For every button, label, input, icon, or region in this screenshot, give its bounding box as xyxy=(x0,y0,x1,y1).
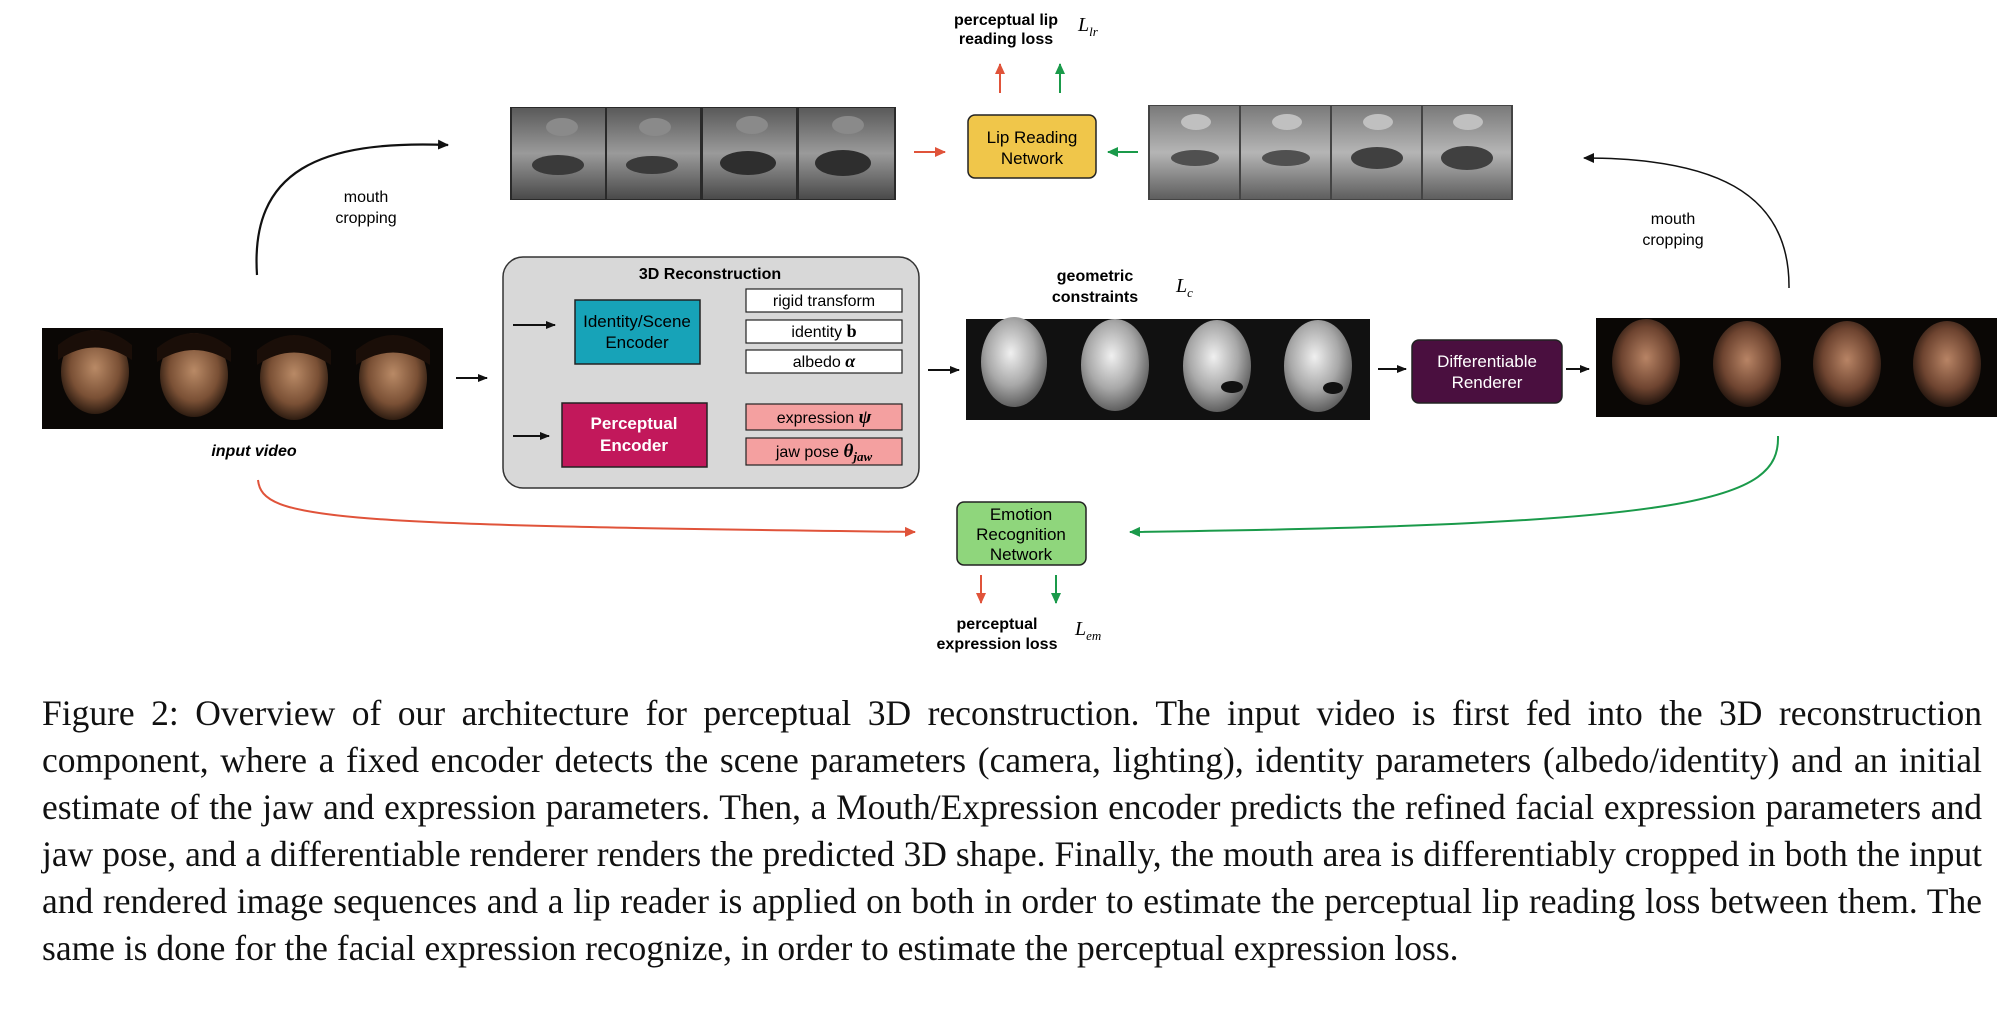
svg-text:rigid transform: rigid transform xyxy=(773,293,875,310)
perceptual-encoder-line1: Perceptual xyxy=(591,414,678,433)
input-video-label: input video xyxy=(211,443,297,460)
arrow-input-to-emotion xyxy=(257,479,916,537)
mouth-cropping-right-line2: cropping xyxy=(1642,232,1703,249)
lip-loss-label-line1: perceptual lip xyxy=(954,12,1058,29)
emotion-network-line3: Network xyxy=(990,545,1053,564)
input-mouth-crops xyxy=(510,107,896,200)
param-expression xyxy=(745,403,903,431)
param-albedo xyxy=(745,349,903,374)
lip-loss-label-line2: reading loss xyxy=(959,31,1053,48)
lip-network-line1: Lip Reading xyxy=(987,128,1078,147)
lip-reading-network: Lip Reading Network xyxy=(967,114,1097,179)
geometric-constraints-line2: constraints xyxy=(1052,289,1138,306)
reconstruction-title: 3D Reconstruction xyxy=(639,266,781,283)
emotion-recognition-network: Emotion Recognition Network xyxy=(956,501,1087,566)
perceptual-encoder xyxy=(561,402,708,468)
gray-3d-heads xyxy=(966,317,1370,420)
svg-text:albedo α: albedo α xyxy=(793,351,857,371)
expression-loss-symbol: Lem xyxy=(1074,618,1101,643)
renderer-line2: Renderer xyxy=(1452,373,1523,392)
perceptual-encoder-line2: Encoder xyxy=(600,436,668,455)
renderer-line1: Differentiable xyxy=(1437,352,1537,371)
mouth-cropping-right-line1: mouth xyxy=(1651,211,1695,228)
emotion-network-line1: Emotion xyxy=(990,505,1052,524)
input-video-frames xyxy=(42,328,443,429)
svg-text:jaw pose θjaw: jaw pose θjaw xyxy=(775,441,873,464)
identity-encoder-line2: Encoder xyxy=(605,333,669,352)
expression-loss-line1: perceptual xyxy=(957,616,1038,633)
identity-scene-encoder xyxy=(574,299,701,365)
reconstruction-panel: 3D Reconstruction Identity/Scene Encoder… xyxy=(502,256,920,489)
figure-caption: Figure 2: Overview of our architecture f… xyxy=(42,693,1982,968)
lip-loss-symbol: Llr xyxy=(1077,14,1099,39)
mouth-cropping-arrow-right xyxy=(1583,153,1790,289)
differentiable-renderer: Differentiable Renderer xyxy=(1411,339,1563,404)
param-identity xyxy=(745,319,903,344)
mouth-cropping-left-line2: cropping xyxy=(335,210,396,227)
svg-text:identity b: identity b xyxy=(791,321,856,341)
architecture-diagram: Lip Reading Network perceptual lip readi… xyxy=(42,12,1997,653)
rendered-video-frames xyxy=(1596,318,1997,417)
arrow-rendered-to-emotion xyxy=(1129,435,1780,537)
svg-text:expression ψ: expression ψ xyxy=(777,407,872,428)
emotion-network-line2: Recognition xyxy=(976,525,1066,544)
param-rigid-transform xyxy=(745,288,903,313)
mouth-cropping-arrow-left xyxy=(255,139,449,276)
geometric-symbol: Lc xyxy=(1175,275,1193,300)
lip-network-line2: Network xyxy=(1001,149,1064,168)
identity-encoder-line1: Identity/Scene xyxy=(583,312,691,331)
param-jaw-pose xyxy=(745,437,903,466)
geometric-constraints-line1: geometric xyxy=(1057,268,1134,285)
rendered-mouth-crops xyxy=(1148,105,1513,200)
expression-loss-line2: expression loss xyxy=(937,636,1058,653)
mouth-cropping-left-line1: mouth xyxy=(344,189,388,206)
